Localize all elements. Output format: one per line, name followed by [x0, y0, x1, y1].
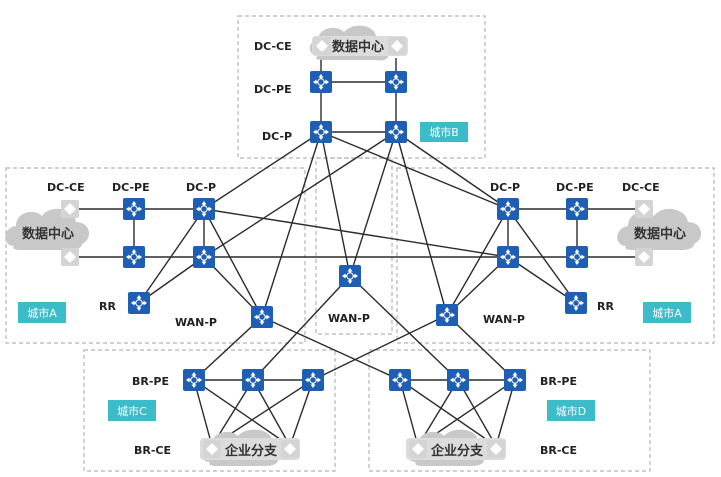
router-icon: [192, 245, 216, 269]
label-br-ce-right: BR-CE: [540, 444, 577, 457]
router-icon: [435, 303, 459, 327]
city-badge-bottom-left: 城市C: [117, 404, 147, 418]
cloud-label-branch-right: 企业分支: [430, 443, 484, 459]
node-labels: DC-CE DC-PE DC-P DC-CE DC-PE DC-P DC-P D…: [47, 40, 660, 457]
label-r-dc-p: DC-P: [490, 181, 520, 194]
region-city-c: [83, 349, 336, 472]
router-icon: [301, 368, 325, 392]
router-icon: [192, 197, 216, 221]
label-b-dc-pe: DC-PE: [254, 83, 292, 96]
label-wan-p-center: WAN-P: [328, 312, 370, 325]
label-r-dc-pe: DC-PE: [556, 181, 594, 194]
label-wan-p-right: WAN-P: [483, 313, 525, 326]
cloud-branch-left: 企业分支: [200, 429, 300, 466]
label-l-dc-pe: DC-PE: [112, 181, 150, 194]
label-l-dc-p: DC-P: [186, 181, 216, 194]
region-center: [315, 157, 393, 335]
router-icon: [564, 291, 588, 315]
router-icon: [250, 305, 274, 329]
cloud-label-top: 数据中心: [332, 39, 384, 55]
cloud-label-branch-left: 企业分支: [224, 443, 278, 459]
router-icon: [384, 120, 408, 144]
cloud-branch-right: 企业分支: [406, 429, 506, 466]
router-icon: [565, 197, 589, 221]
cloud-icon: [617, 208, 702, 250]
label-r-dc-ce: DC-CE: [622, 181, 660, 194]
label-br-pe-left: BR-PE: [132, 375, 169, 388]
router-icon: [241, 368, 265, 392]
region-city-a-right: [396, 167, 715, 344]
router-icon: [503, 368, 527, 392]
label-r-rr: RR: [597, 300, 614, 313]
city-badge-bottom-right: 城市D: [556, 404, 586, 418]
router-icon: [338, 264, 362, 288]
city-badge-top: 城市B: [429, 125, 459, 139]
router-icon: [496, 245, 520, 269]
label-br-pe-right: BR-PE: [540, 375, 577, 388]
router-icon: [388, 368, 412, 392]
links: [70, 58, 644, 447]
city-badges: 城市B 城市A 城市A 城市C 城市D: [18, 122, 691, 421]
router-icon: [565, 245, 589, 269]
router-icon: [122, 245, 146, 269]
router-icon: [496, 197, 520, 221]
router-icon: [309, 70, 333, 94]
router-icon: [182, 368, 206, 392]
region-group: [5, 15, 715, 472]
router-icon: [127, 291, 151, 315]
cloud-icon: [5, 208, 90, 250]
label-l-dc-ce: DC-CE: [47, 181, 85, 194]
city-badge-left: 城市A: [27, 306, 57, 320]
region-city-a-left: [5, 167, 306, 344]
cloud-label-right: 数据中心: [634, 226, 686, 242]
cloud-right: 数据中心: [617, 200, 702, 266]
region-city-d: [368, 349, 651, 472]
city-badge-right: 城市A: [652, 306, 682, 320]
cloud-top: 数据中心: [309, 25, 408, 61]
label-b-dc-p: DC-P: [262, 130, 292, 143]
cloud-label-left: 数据中心: [22, 226, 74, 242]
router-icon: [384, 70, 408, 94]
label-b-dc-ce: DC-CE: [254, 40, 292, 53]
cloud-left: 数据中心: [5, 200, 90, 266]
router-icon: [122, 197, 146, 221]
router-icon: [309, 120, 333, 144]
label-wan-p-left: WAN-P: [175, 316, 217, 329]
router-icon: [446, 368, 470, 392]
label-l-rr: RR: [99, 300, 116, 313]
label-br-ce-left: BR-CE: [134, 444, 171, 457]
